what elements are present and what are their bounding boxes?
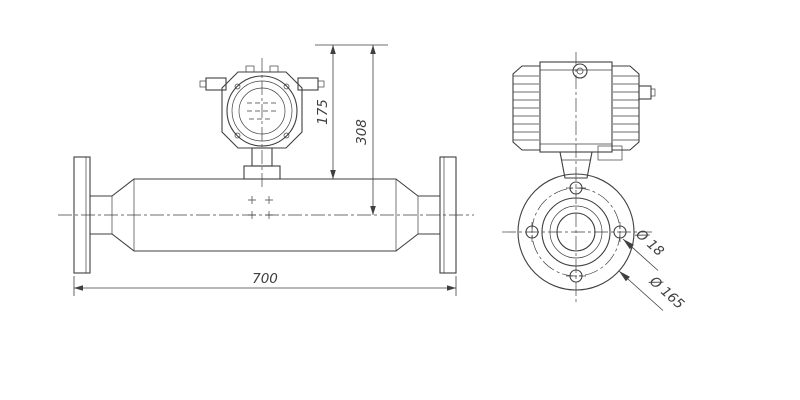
ribbed-cover-right: [611, 65, 640, 151]
flange-outer-circle: [517, 173, 635, 291]
cable-gland-right: [297, 77, 325, 91]
transmitter-head-side: [199, 65, 325, 149]
pipe-center-marks: [248, 196, 273, 219]
cable-gland-left: [199, 77, 227, 91]
leader-flange-circle-diameter: Ø 165: [618, 270, 687, 313]
side-view: 175 308 700: [58, 44, 474, 296]
dim-308-label: 308: [354, 119, 370, 145]
mounting-bracket: [597, 145, 623, 161]
top-rib: [245, 65, 255, 73]
bolt-holes: [525, 181, 627, 283]
transmitter-head-end: [512, 61, 656, 179]
flange-face: [517, 173, 635, 291]
end-view: Ø 18 Ø 165: [502, 52, 687, 313]
top-rib: [269, 65, 279, 73]
neck-end: [559, 151, 593, 179]
dim-d18-label: Ø 18: [632, 226, 667, 260]
extension-lines-700: [73, 276, 457, 296]
display-ticks: [247, 102, 276, 120]
cable-entry-stub: [638, 85, 656, 100]
dim-175-label: 175: [315, 99, 331, 125]
bore-circle: [556, 212, 596, 252]
ribbed-cover-left: [512, 65, 541, 151]
leader-hole-diameter: Ø 18: [622, 226, 667, 271]
left-flange: [73, 156, 91, 274]
dim-700-label: 700: [252, 271, 278, 287]
dim-d165-label: Ø 165: [645, 273, 687, 313]
right-flange: [439, 156, 457, 274]
dimension-308: 308: [354, 45, 376, 215]
dimension-175: 175: [315, 44, 388, 179]
dimension-700: 700: [73, 271, 457, 296]
